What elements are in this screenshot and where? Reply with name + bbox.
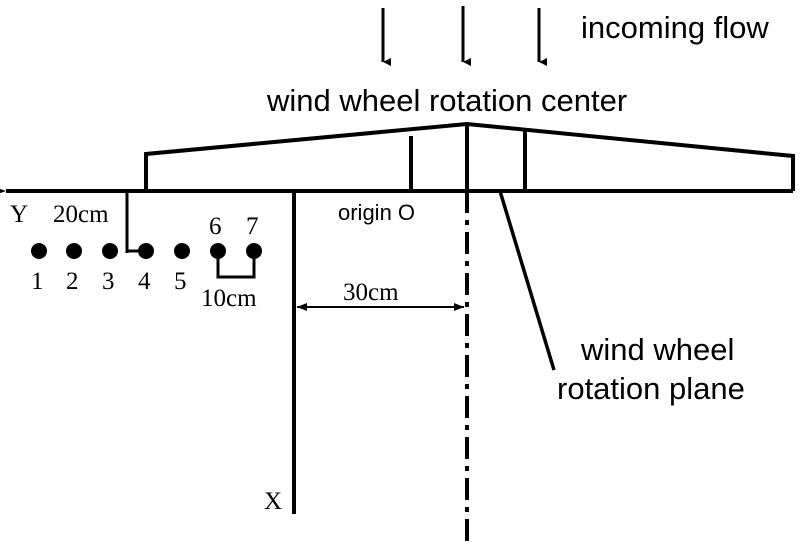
- point-2: [66, 243, 82, 259]
- dimension-20cm: [125, 191, 145, 253]
- rotation-plane-leader: [498, 190, 556, 371]
- incoming-flow-label: incoming flow: [581, 10, 769, 45]
- origin-label: origin O: [338, 200, 415, 225]
- point-label-1: 1: [31, 268, 44, 295]
- point-3: [102, 243, 118, 259]
- point-label-4: 4: [138, 268, 151, 295]
- dim-20cm-label: 20cm: [53, 201, 109, 228]
- dim-10cm-label: 10cm: [201, 285, 257, 312]
- point-labels: 1 2 3 4 5 6 7: [31, 213, 259, 295]
- point-label-5: 5: [174, 268, 187, 295]
- point-4: [138, 243, 154, 259]
- rotation-plane-label-line1: wind wheel: [580, 332, 734, 367]
- dim-30cm-label: 30cm: [343, 279, 399, 306]
- y-axis-label: Y: [10, 201, 28, 228]
- point-1: [31, 243, 47, 259]
- measurement-points: [31, 243, 262, 259]
- point-label-2: 2: [66, 268, 79, 295]
- dimension-10cm: [216, 251, 256, 279]
- incoming-flow-arrows: [381, 6, 547, 66]
- rotation-center-label: wind wheel rotation center: [266, 83, 627, 118]
- rotation-plane-label-line2: rotation plane: [557, 371, 745, 406]
- point-label-3: 3: [102, 268, 115, 295]
- point-5: [174, 243, 190, 259]
- wind-wheel-blade: [144, 121, 795, 191]
- point-label-7: 7: [246, 213, 259, 240]
- x-axis-label: X: [264, 488, 282, 515]
- point-label-6: 6: [209, 213, 222, 240]
